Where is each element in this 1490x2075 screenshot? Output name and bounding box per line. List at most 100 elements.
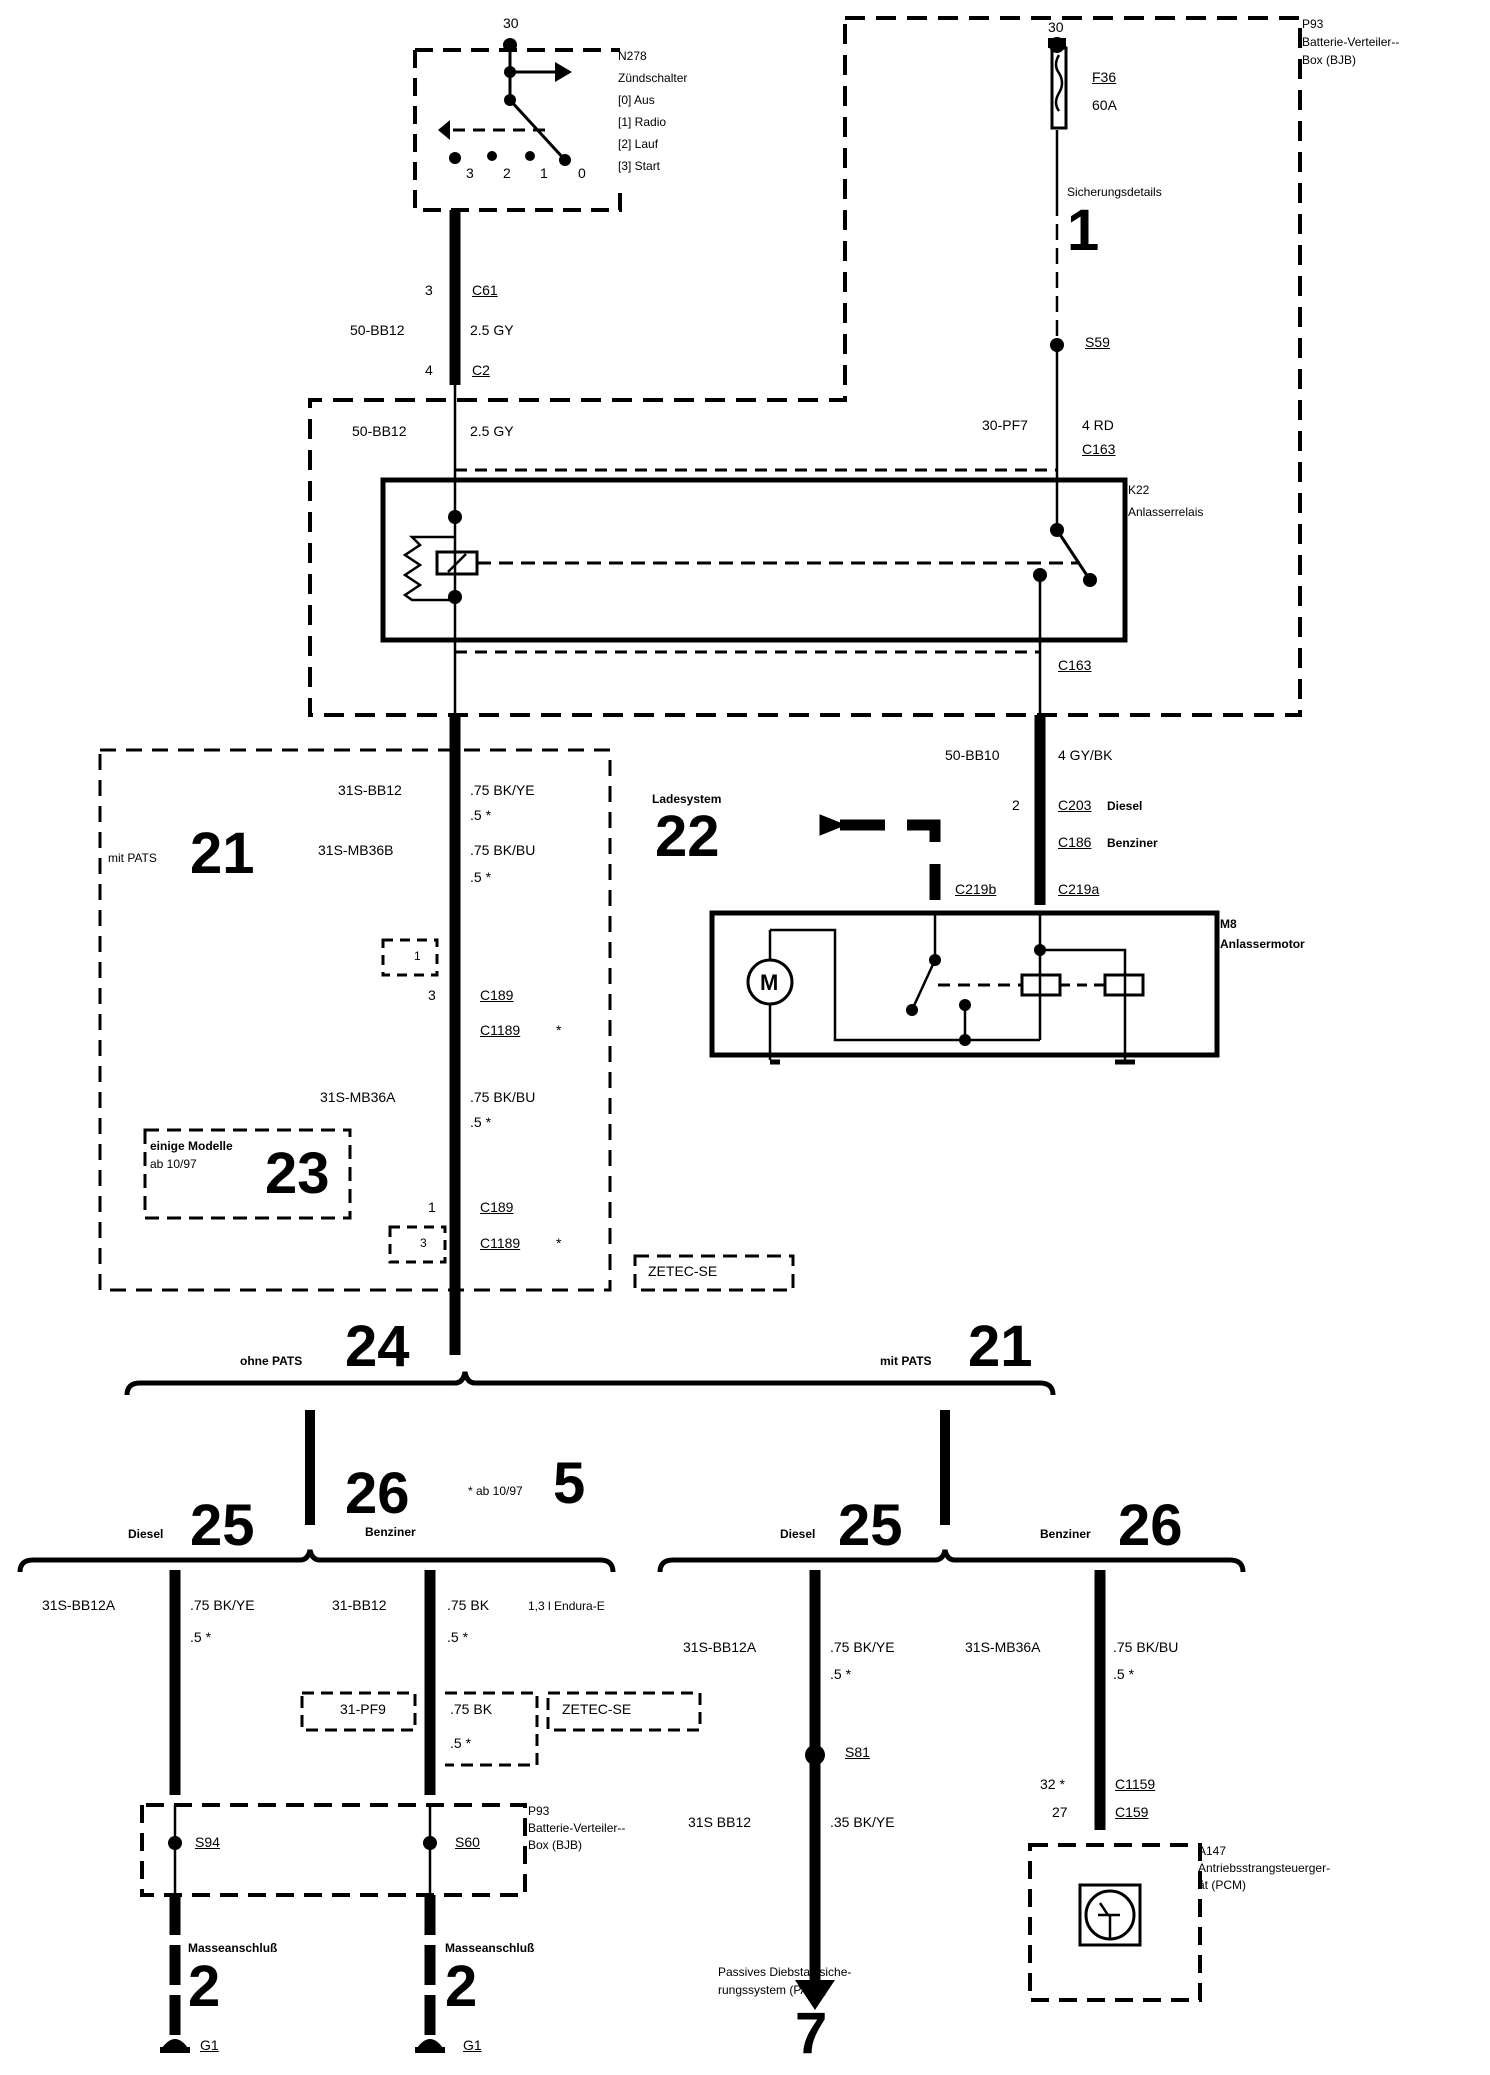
zetec-box-lower [546, 1691, 702, 1732]
star-c1189-b: * [556, 1235, 562, 1251]
fuse-rating: 60A [1092, 97, 1117, 113]
ignition-switch-box [413, 48, 622, 212]
wire-30-pf7-circuit: 30-PF7 [982, 417, 1028, 433]
brace-right [657, 1549, 1246, 1573]
pin-32: 32 * [1040, 1776, 1065, 1792]
pats-arrowhead [795, 1980, 835, 2010]
ign-contact-2: 2 [503, 165, 511, 181]
box-1 [381, 938, 439, 977]
solenoid-2 [1103, 973, 1145, 997]
ign-pos-1: [1] Radio [618, 115, 667, 129]
fuse-details-page[interactable]: 1 [1067, 198, 1100, 263]
fuse-id: F36 [1092, 69, 1117, 85]
relay-ref: K22 [1128, 483, 1150, 497]
left-diesel-page[interactable]: 25 [190, 1493, 255, 1558]
pats-w1-spec: .75 BK/YE [470, 782, 535, 798]
pats-w2-spec: .75 BK/BU [470, 842, 536, 858]
pin-c2: 4 [425, 362, 433, 378]
fuse-element [1054, 54, 1064, 112]
bjb-top-line2: Box (BJB) [1302, 53, 1357, 67]
ign-contact-0: 0 [578, 165, 586, 181]
models-line1: einige Modelle [150, 1139, 233, 1153]
ign-contact-3: 3 [466, 165, 474, 181]
pcm-line1: Antriebsstrangsteuerger- [1198, 1861, 1331, 1875]
pats-system-page[interactable]: 7 [795, 2001, 828, 2066]
star-c1189-a: * [556, 1022, 562, 1038]
conn-c163-top: C163 [1082, 441, 1116, 457]
left-d-circuit: 31S-BB12A [42, 1597, 116, 1613]
pin-2-starter: 2 [1012, 797, 1020, 813]
ground-g1-right [417, 2039, 443, 2048]
pats-page[interactable]: 21 [190, 821, 255, 886]
relay-name: Anlasserrelais [1128, 505, 1204, 519]
conn-c159: C159 [1115, 1804, 1149, 1820]
branch-left-page[interactable]: 24 [345, 1314, 410, 1379]
pats-system-line2: rungssystem (PATS) [718, 1983, 827, 1997]
bjb-top-line1: Batterie-Verteiler-- [1302, 35, 1400, 49]
ground-g1-left [162, 2039, 188, 2048]
zetec-box-top [633, 1254, 795, 1292]
bjb-lower-box [140, 1803, 527, 1897]
ground-g1-left-label: G1 [200, 2037, 219, 2053]
splice-s81 [805, 1745, 825, 1765]
wire-50-bb12-spec-2: 2.5 GY [470, 423, 514, 439]
fuse-body [1050, 46, 1068, 130]
left-diesel-label: Diesel [128, 1527, 164, 1541]
left-b-engine: 1,3 l Endura-E [528, 1599, 605, 1613]
zetec-box-spec [445, 1691, 539, 1767]
wire-50-bb12-spec: 2.5 GY [470, 322, 514, 338]
note-text: * ab 10/97 [468, 1484, 523, 1498]
pats-w3-alt: .5 * [470, 1114, 492, 1130]
bjb-lower-line1: Batterie-Verteiler-- [528, 1821, 626, 1835]
ign-terminal-30: 30 [503, 15, 519, 31]
pin-1-c189: 1 [428, 1199, 436, 1215]
pats-w3-spec: .75 BK/BU [470, 1089, 536, 1105]
models-box [143, 1128, 352, 1220]
note-page[interactable]: 5 [553, 1451, 586, 1516]
charging-label: Ladesystem [652, 792, 722, 806]
switch-arrowhead [555, 62, 572, 82]
right-diesel-label: Diesel [780, 1527, 816, 1541]
right-diesel-page[interactable]: 25 [838, 1493, 903, 1558]
ground-g1-right-label: G1 [463, 2037, 482, 2053]
splice-s59-label: S59 [1085, 334, 1110, 350]
right-benziner-page[interactable]: 26 [1118, 1493, 1183, 1558]
brace-top [124, 1371, 1056, 1396]
wire-50-bb10-spec: 4 GY/BK [1058, 747, 1113, 763]
box-1-label: 1 [414, 949, 421, 963]
ground-page-left[interactable]: 2 [188, 1954, 221, 2019]
pcm-transistor [1084, 1889, 1136, 1941]
left-z-spec: .75 BK [450, 1701, 493, 1717]
left-benziner-page[interactable]: 26 [345, 1461, 410, 1526]
left-d-spec: .75 BK/YE [190, 1597, 255, 1613]
charging-page[interactable]: 22 [655, 804, 720, 869]
conn-c61: C61 [472, 282, 498, 298]
ign-ref: N278 [618, 49, 647, 63]
pats-w3-circuit: 31S-MB36A [320, 1089, 396, 1105]
splice-s60 [423, 1836, 437, 1850]
splice-s60-label: S60 [455, 1834, 480, 1850]
branch-left-label: ohne PATS [240, 1354, 303, 1368]
zetec-tag-top: ZETEC-SE [648, 1263, 718, 1279]
splice-s94-label: S94 [195, 1834, 220, 1850]
ign-contact-1: 1 [540, 165, 548, 181]
pin-3-c189: 3 [428, 987, 436, 1003]
relay-box [380, 477, 1128, 643]
left-z-circuit: 31-PF9 [340, 1701, 386, 1717]
relay-switch [1055, 529, 1092, 581]
conn-c203: C203 [1058, 797, 1092, 813]
pats-w2-alt: .5 * [470, 869, 492, 885]
left-z-tag: ZETEC-SE [562, 1701, 632, 1717]
ign-pos-0: [0] Aus [618, 93, 655, 107]
conn-c1189-b: C1189 [480, 1235, 521, 1251]
switch-contact [508, 45, 567, 162]
branch-right-page[interactable]: 21 [968, 1314, 1033, 1379]
right-d-circuit: 31S-BB12A [683, 1639, 757, 1655]
ground-page-right[interactable]: 2 [445, 1954, 478, 2019]
conn-c186: C186 [1058, 834, 1092, 850]
pcm-box [1028, 1843, 1202, 2002]
models-page[interactable]: 23 [265, 1141, 330, 1206]
conn-c219b: C219b [955, 881, 997, 897]
